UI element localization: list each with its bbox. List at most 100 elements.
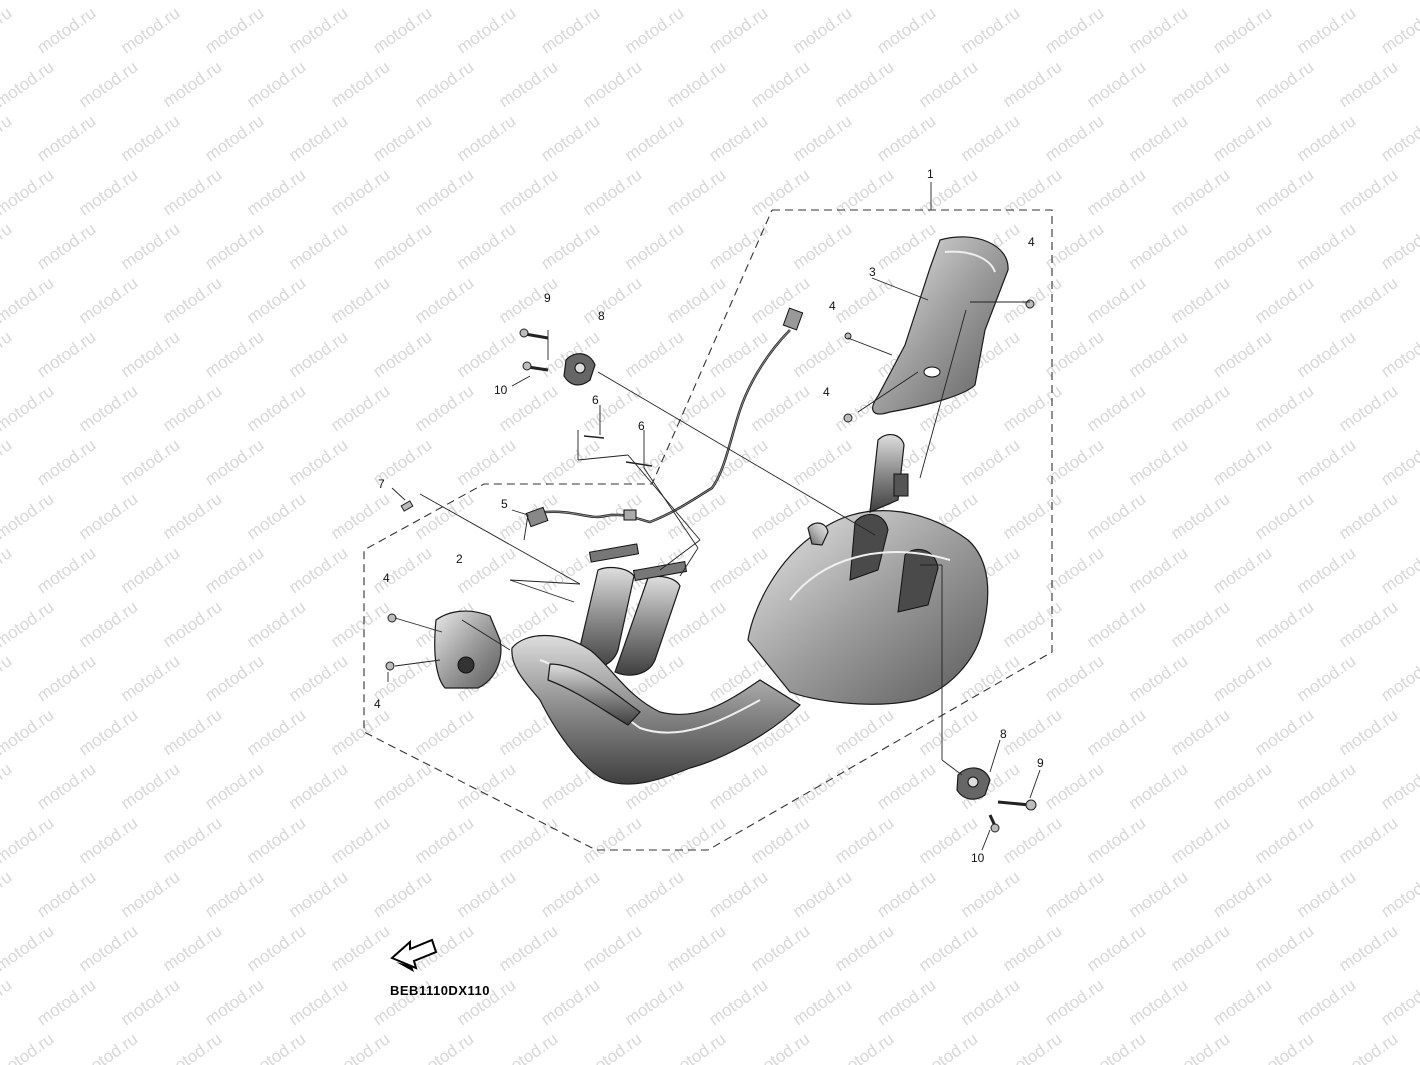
- watermark-text: motod.ru: [873, 219, 939, 273]
- watermark-text: motod.ru: [243, 921, 309, 975]
- callout-10: 10: [494, 383, 508, 397]
- watermark-text: motod.ru: [621, 219, 687, 273]
- watermark-text: motod.ru: [33, 327, 99, 381]
- watermark-text: motod.ru: [1167, 597, 1233, 651]
- watermark-text: motod.ru: [705, 543, 771, 597]
- watermark-text: motod.ru: [1293, 651, 1359, 705]
- watermark-text: motod.ru: [663, 1029, 729, 1065]
- watermark-text: motod.ru: [117, 111, 183, 165]
- callout-10: 10: [971, 851, 985, 865]
- front-direction-arrow-icon: [390, 938, 438, 972]
- front-heat-protector: [434, 610, 502, 689]
- watermark-text: motod.ru: [1377, 327, 1420, 381]
- watermark-text: motod.ru: [1335, 165, 1401, 219]
- watermark-text: motod.ru: [369, 867, 435, 921]
- watermark-text: motod.ru: [411, 489, 477, 543]
- watermark-text: motod.ru: [621, 867, 687, 921]
- watermark-text: motod.ru: [1209, 327, 1275, 381]
- watermark-text: motod.ru: [1335, 489, 1401, 543]
- watermark-text: motod.ru: [1377, 867, 1420, 921]
- watermark-text: motod.ru: [0, 759, 15, 813]
- watermark-text: motod.ru: [957, 975, 1023, 1029]
- watermark-text: motod.ru: [1083, 489, 1149, 543]
- watermark-text: motod.ru: [1335, 597, 1401, 651]
- watermark-text: motod.ru: [663, 813, 729, 867]
- watermark-text: motod.ru: [117, 543, 183, 597]
- watermark-text: motod.ru: [495, 813, 561, 867]
- watermark-text: motod.ru: [1041, 975, 1107, 1029]
- watermark-text: motod.ru: [1377, 219, 1420, 273]
- watermark-text: motod.ru: [1293, 219, 1359, 273]
- watermark-text: motod.ru: [411, 705, 477, 759]
- callout-4: 4: [1028, 235, 1035, 249]
- watermark-text: motod.ru: [1251, 921, 1317, 975]
- watermark-text: motod.ru: [1167, 273, 1233, 327]
- watermark-text: motod.ru: [1167, 1029, 1233, 1065]
- watermark-text: motod.ru: [33, 219, 99, 273]
- watermark-text: motod.ru: [495, 273, 561, 327]
- watermark-text: motod.ru: [159, 921, 225, 975]
- exhaust-pipe: [511, 543, 801, 785]
- watermark-text: motod.ru: [747, 489, 813, 543]
- watermark-text: motod.ru: [957, 435, 1023, 489]
- watermark-text: motod.ru: [1167, 813, 1233, 867]
- watermark-text: motod.ru: [1293, 327, 1359, 381]
- watermark-text: motod.ru: [999, 57, 1065, 111]
- watermark-text: motod.ru: [495, 57, 561, 111]
- watermark-text: motod.ru: [1293, 111, 1359, 165]
- watermark-text: motod.ru: [201, 219, 267, 273]
- watermark-text: motod.ru: [33, 867, 99, 921]
- watermark-text: motod.ru: [33, 975, 99, 1029]
- watermark-text: motod.ru: [831, 1029, 897, 1065]
- watermark-text: motod.ru: [369, 3, 435, 57]
- diagram-code: BEB1110DX110: [390, 983, 490, 998]
- watermark-text: motod.ru: [495, 921, 561, 975]
- watermark-text: motod.ru: [159, 381, 225, 435]
- watermark-text: motod.ru: [915, 921, 981, 975]
- watermark-text: motod.ru: [537, 867, 603, 921]
- watermark-text: motod.ru: [831, 705, 897, 759]
- watermark-text: motod.ru: [0, 111, 15, 165]
- callout-5: 5: [501, 497, 508, 511]
- gaskets: [583, 435, 653, 467]
- watermark-text: motod.ru: [33, 759, 99, 813]
- watermark-text: motod.ru: [201, 3, 267, 57]
- watermark-text: motod.ru: [1209, 543, 1275, 597]
- watermark-text: motod.ru: [453, 543, 519, 597]
- watermark-text: motod.ru: [411, 273, 477, 327]
- watermark-text: motod.ru: [411, 813, 477, 867]
- watermark-text: motod.ru: [411, 0, 477, 3]
- watermark-text: motod.ru: [663, 381, 729, 435]
- watermark-text: motod.ru: [1167, 705, 1233, 759]
- watermark-text: motod.ru: [1293, 867, 1359, 921]
- watermark-text: motod.ru: [201, 327, 267, 381]
- watermark-text: motod.ru: [75, 0, 141, 3]
- assembly-outline: [363, 209, 1053, 851]
- watermark-text: motod.ru: [537, 435, 603, 489]
- watermark-text: motod.ru: [201, 435, 267, 489]
- leader-lines: [387, 277, 1041, 851]
- watermark-text: motod.ru: [159, 273, 225, 327]
- watermark-text: motod.ru: [1209, 759, 1275, 813]
- watermark-text: motod.ru: [831, 921, 897, 975]
- watermark-text: motod.ru: [1209, 975, 1275, 1029]
- watermark-text: motod.ru: [873, 111, 939, 165]
- watermark-text: motod.ru: [747, 165, 813, 219]
- watermark-text: motod.ru: [621, 111, 687, 165]
- callout-4: 4: [829, 299, 836, 313]
- watermark-text: motod.ru: [201, 975, 267, 1029]
- watermark-text: motod.ru: [705, 219, 771, 273]
- watermark-text: motod.ru: [201, 867, 267, 921]
- watermark-text: motod.ru: [411, 165, 477, 219]
- callout-4: 4: [383, 571, 390, 585]
- callout-1: 1: [927, 167, 934, 181]
- bolts: [385, 299, 1037, 833]
- watermark-text: motod.ru: [579, 165, 645, 219]
- watermark-text: motod.ru: [1083, 381, 1149, 435]
- watermark-text: motod.ru: [705, 759, 771, 813]
- watermark-text: motod.ru: [285, 867, 351, 921]
- callout-6: 6: [638, 419, 645, 433]
- watermark-text: motod.ru: [537, 975, 603, 1029]
- watermark-text: motod.ru: [1041, 3, 1107, 57]
- watermark-text: motod.ru: [873, 3, 939, 57]
